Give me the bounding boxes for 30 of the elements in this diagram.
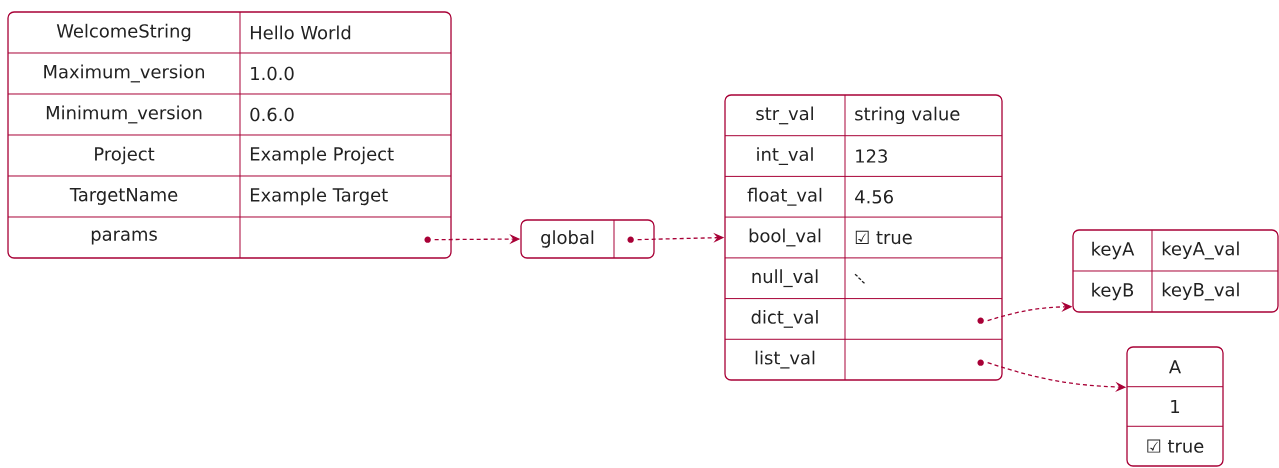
- table-cell: 1: [1171, 399, 1180, 414]
- value-cell: Example Project: [250, 146, 394, 165]
- key-cell: keyB: [1092, 282, 1134, 301]
- value-cell: string value: [855, 106, 960, 125]
- key-cell: params: [91, 230, 157, 245]
- key-cell: Maximum_version: [44, 64, 204, 83]
- value-cell: 4.56: [855, 190, 893, 204]
- key-cell: Minimum_version: [46, 105, 202, 124]
- key-cell: WelcomeString: [56, 23, 191, 42]
- value-cell: 0.6.0: [250, 107, 294, 122]
- value-cell: 123: [856, 149, 887, 163]
- value-cell: ☑ true: [855, 230, 912, 245]
- key-cell: global: [541, 230, 594, 248]
- value-cell: Example Target: [250, 187, 388, 206]
- key-cell: TargetName: [69, 188, 178, 205]
- value-cell: keyA_val: [1162, 241, 1239, 260]
- table-cell: ☑ true: [1147, 439, 1204, 453]
- key-cell: Project: [95, 146, 155, 165]
- key-cell: dict_val: [751, 309, 818, 328]
- key-cell: keyA: [1092, 241, 1135, 260]
- value-cell: 1.0.0: [251, 66, 294, 81]
- value-cell: Hello World: [250, 25, 351, 40]
- key-cell: float_val: [747, 187, 822, 206]
- key-cell: bool_val: [749, 228, 821, 247]
- key-cell: null_val: [752, 269, 818, 288]
- table-cell: A: [1169, 360, 1181, 374]
- key-cell: int_val: [757, 147, 813, 166]
- key-cell: list_val: [755, 350, 815, 369]
- key-cell: str_val: [756, 106, 813, 125]
- value-cell: keyB_val: [1162, 282, 1239, 301]
